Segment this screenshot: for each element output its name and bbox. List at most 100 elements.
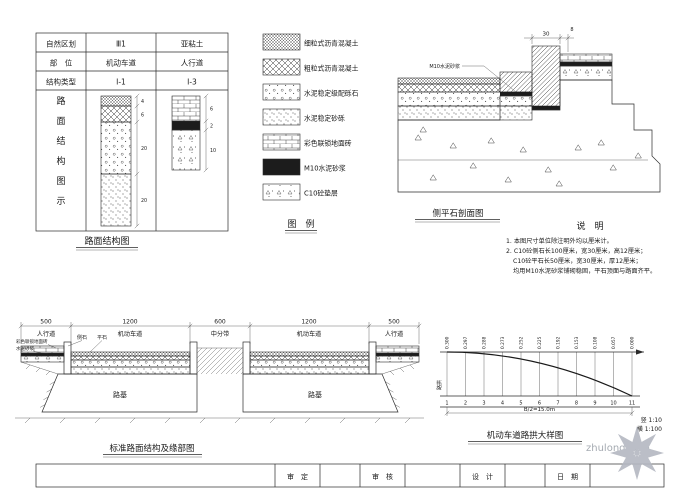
legend-item-label: 细粒式沥青混凝土 xyxy=(304,39,359,48)
vertical-char: 路 xyxy=(56,95,65,107)
median-fill xyxy=(197,348,243,374)
station-number: 1 xyxy=(445,401,448,407)
material-label: 平石 xyxy=(97,335,107,341)
vertical-char: 图 xyxy=(56,176,65,187)
soil-triangles xyxy=(414,126,642,187)
legend-swatch-0 xyxy=(262,33,301,51)
span-label: B/2=15.0m xyxy=(524,407,555,413)
dim-label: 1200 xyxy=(122,319,137,326)
flat-stone xyxy=(499,71,533,93)
table-cell: 结构类型 xyxy=(46,77,76,87)
legend-swatch-1 xyxy=(262,58,301,76)
spec-table-caption: 路面结构图 xyxy=(84,235,129,247)
scale-horizontal: 横 1:100 xyxy=(637,425,662,433)
dim-label: 6 xyxy=(210,107,213,113)
material-label: 侧石 xyxy=(77,334,87,341)
title-block-cell: 设 计 xyxy=(472,472,493,481)
vertical-row-label: 路 面 结 构 图 示 xyxy=(56,95,65,207)
subgrade-label: 路基 xyxy=(113,390,127,399)
structure-column-I1: 4 6 20 20 xyxy=(100,93,147,229)
legend-item-label: M10水泥砂浆 xyxy=(304,164,346,173)
structure-column-I3: 6 2 10 xyxy=(171,93,216,173)
table-cell: 机动车道 xyxy=(106,58,136,68)
title-block-cell: 审 定 xyxy=(287,472,308,481)
watermark-text: zhulong.com xyxy=(586,443,650,454)
watermark-logo-icon xyxy=(610,426,664,480)
road-crown-diagram: 0.300 0.297 0.288 0.273 0.252 0.225 0.19… xyxy=(436,336,663,445)
vertical-char: 构 xyxy=(56,155,65,167)
ordinate-value: 0.297 xyxy=(463,336,469,349)
station-number: 9 xyxy=(593,401,596,407)
mortar-bed xyxy=(500,92,532,96)
ordinate-value: 0.273 xyxy=(500,336,506,349)
zone-label: 中分带 xyxy=(211,330,230,338)
legend-caption: 图 例 xyxy=(287,218,314,230)
vertical-char: 示 xyxy=(56,197,65,207)
notes: 说 明 1. 本图尺寸单位除注明外均以厘米计。 2. C10砼侧石长100厘米，… xyxy=(506,220,656,275)
legend-swatch-5 xyxy=(262,158,301,176)
subgrade-label: 路基 xyxy=(308,390,322,399)
station-number: 4 xyxy=(501,401,504,407)
legend-item-label: 水泥稳定级配砾石 xyxy=(304,89,359,98)
ordinate-value: 0.288 xyxy=(482,336,488,349)
legend: 细粒式沥青混凝土 粗粒式沥青混凝土 水泥稳定级配砾石 水泥稳定砂砾 彩色联锁地面… xyxy=(262,33,359,234)
dim-label: 20 xyxy=(141,146,147,152)
dim-label: 500 xyxy=(388,319,400,326)
ordinate-value: 0.300 xyxy=(445,336,451,349)
legend-item-label: 粗粒式沥青混凝土 xyxy=(304,64,359,73)
station-number: 2 xyxy=(464,401,467,407)
station-number: 5 xyxy=(519,401,522,407)
zone-label: 机动车道 xyxy=(118,330,143,338)
table-cell: 亚粘土 xyxy=(181,39,204,49)
ordinate-value: 0.252 xyxy=(519,336,525,349)
zone-label: 人行道 xyxy=(37,330,56,338)
material-label: 水泥砂浆 xyxy=(16,345,34,352)
dim-label: 2 xyxy=(210,124,213,130)
dim-label: 10 xyxy=(210,148,216,154)
cross-section-caption: 标准路面结构及缘部图 xyxy=(109,443,194,454)
dim-label: 6 xyxy=(141,113,144,119)
table-cell: 人行道 xyxy=(181,58,204,68)
leader-label: M10水泥砂浆 xyxy=(429,63,460,70)
station-number: 7 xyxy=(556,401,559,407)
notes-line: 1. 本图尺寸单位除注明外均以厘米计。 xyxy=(506,237,613,245)
legend-swatch-3 xyxy=(262,108,301,126)
zone-label: 机动车道 xyxy=(297,330,322,338)
legend-swatch-2 xyxy=(262,83,301,101)
ordinate-value: 0.192 xyxy=(556,336,562,349)
table-cell: Ⅰ-1 xyxy=(116,78,126,87)
mortar-bed xyxy=(532,106,560,110)
vertical-char: 结 xyxy=(56,135,65,147)
station-number: 3 xyxy=(482,401,485,407)
spec-table: 自然区划 Ⅲ1 亚粘土 部 位 机动车道 人行道 结构类型 Ⅰ-1 Ⅰ-3 路 … xyxy=(35,32,229,251)
vertical-char: 面 xyxy=(56,116,65,127)
curb-detail-caption: 侧平石剖面图 xyxy=(432,208,483,219)
dim-label: 30 xyxy=(543,32,550,38)
zone-label: 人行道 xyxy=(385,330,404,338)
dim-label: 4 xyxy=(141,99,144,105)
legend-item-label: 彩色联锁地面砖 xyxy=(304,139,352,148)
dim-label: 8 xyxy=(570,27,573,33)
station-number: 11 xyxy=(629,401,635,407)
curb-flat-stone-section: 30 8 M10水泥砂浆 侧平石剖面图 xyxy=(397,27,661,223)
dim-label: 20 xyxy=(141,198,147,204)
ordinate-value: 0.108 xyxy=(593,336,599,349)
axis-label: 路拱 xyxy=(436,380,443,390)
curb-stone xyxy=(531,45,561,107)
scale-vertical: 竖 1:10 xyxy=(641,416,663,424)
ordinate-value: 0.225 xyxy=(537,336,543,349)
dim-label: 500 xyxy=(40,319,52,326)
legend-item-label: C10砼垫层 xyxy=(304,189,338,198)
dim-label: 1200 xyxy=(301,319,316,326)
legend-swatch-4 xyxy=(262,133,301,151)
ordinate-value: 0.000 xyxy=(630,336,636,349)
notes-title: 说 明 xyxy=(576,220,603,232)
notes-line: 2. C10砼侧石长100厘米，宽30厘米，高12厘米； xyxy=(506,247,646,255)
station-number: 10 xyxy=(610,401,616,407)
dim-label: 600 xyxy=(214,319,226,326)
ordinate-value: 0.153 xyxy=(574,336,580,349)
station-number: 6 xyxy=(538,401,541,407)
station-number: 8 xyxy=(575,401,578,407)
